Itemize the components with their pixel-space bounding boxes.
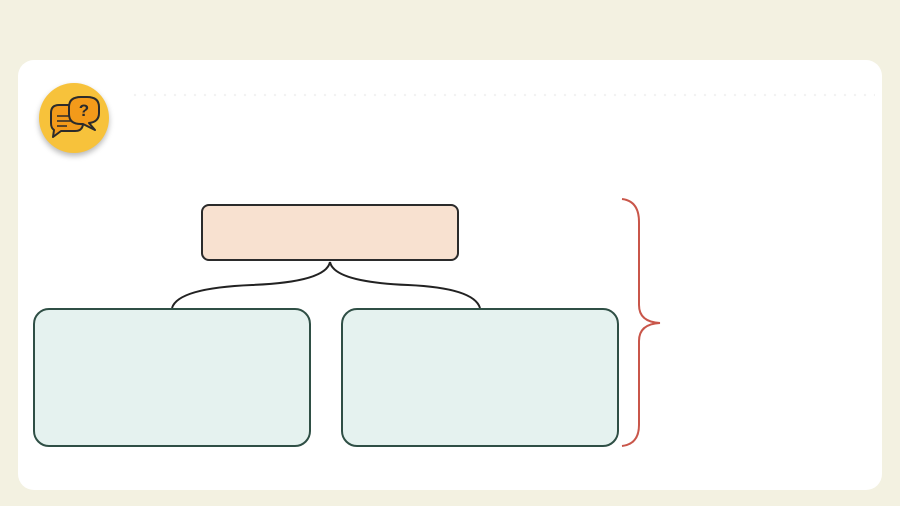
dotted-divider xyxy=(130,92,875,98)
left-child-box[interactable] xyxy=(33,308,311,447)
brace-label-area[interactable] xyxy=(672,300,862,346)
question-chat-icon: ? xyxy=(39,83,109,153)
right-child-box[interactable] xyxy=(341,308,619,447)
question-mark: ? xyxy=(79,101,89,120)
top-concept-box[interactable] xyxy=(201,204,459,261)
